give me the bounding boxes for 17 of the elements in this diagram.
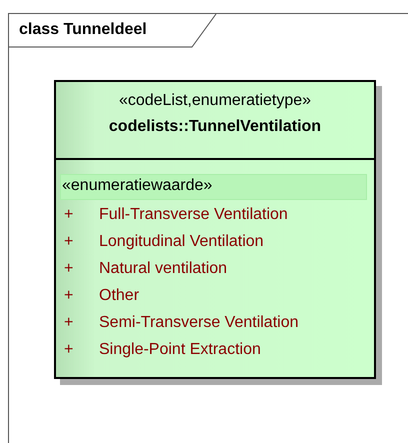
class-name: codelists::TunnelVentilation bbox=[108, 118, 322, 136]
visibility-marker: + bbox=[64, 233, 74, 251]
enum-value: Natural ventilation bbox=[99, 260, 228, 278]
enum-value: Other bbox=[99, 287, 140, 305]
visibility-marker: + bbox=[64, 314, 74, 332]
enum-value: Semi-Transverse Ventilation bbox=[99, 314, 298, 332]
frame-label: class Tunneldeel bbox=[19, 21, 147, 39]
visibility-marker: + bbox=[64, 341, 74, 359]
visibility-marker: + bbox=[64, 260, 74, 278]
enum-value: Full-Transverse Ventilation bbox=[99, 206, 288, 224]
enum-value: Longitudinal Ventilation bbox=[99, 233, 264, 251]
enum-value: Single-Point Extraction bbox=[99, 341, 261, 359]
stereotype-label: «codeList,enumeratietype» bbox=[118, 92, 312, 110]
visibility-marker: + bbox=[64, 206, 74, 224]
section-stereotype: «enumeratiewaarde» bbox=[62, 177, 212, 195]
diagram-frame bbox=[8, 13, 408, 443]
visibility-marker: + bbox=[64, 287, 74, 305]
